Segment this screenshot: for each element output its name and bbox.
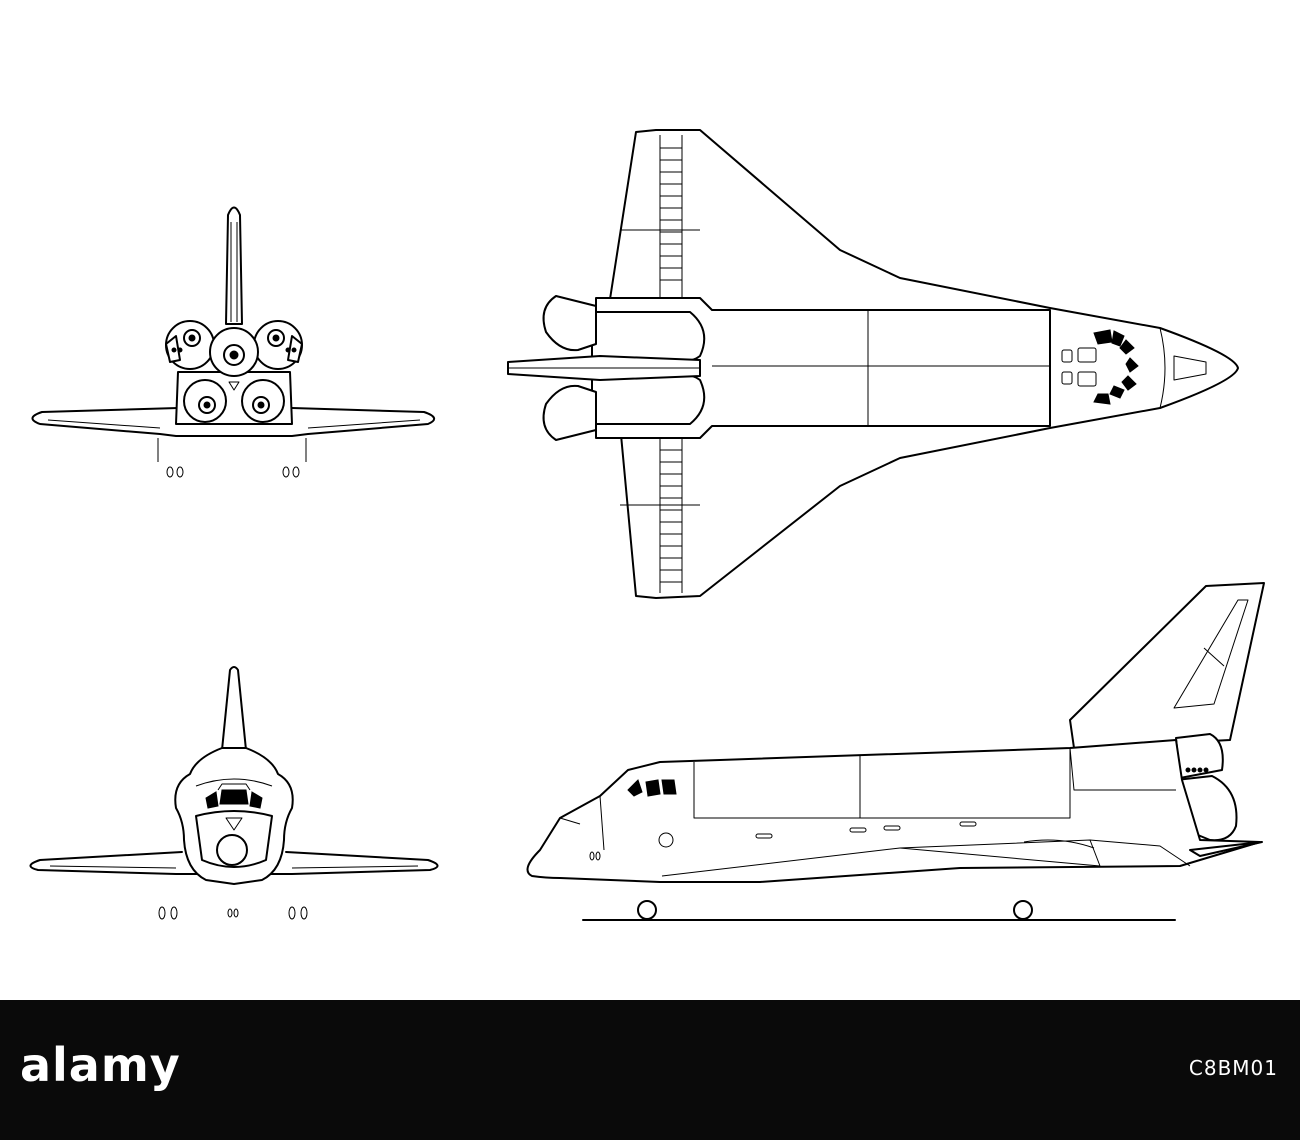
- top-elevon-ticks-upper: [660, 147, 682, 281]
- top-oms-pod-lower: [591, 373, 706, 425]
- shuttle-three-view-drawing: [29, 129, 1265, 921]
- top-nose-window: [1173, 355, 1207, 381]
- side-fuselage: [526, 739, 1261, 883]
- top-oms-pod-upper: [591, 311, 706, 363]
- side-view: [526, 582, 1265, 921]
- rear-view: [31, 206, 435, 478]
- front-view: [29, 666, 439, 920]
- side-engine-upper: [1175, 733, 1224, 779]
- side-hatch: [658, 832, 674, 848]
- side-tail: [1069, 582, 1265, 749]
- top-engine-bell-upper: [542, 295, 597, 352]
- side-nose-wheel: [637, 900, 657, 920]
- front-tail: [221, 666, 247, 751]
- brand-logo: alamy: [20, 1038, 181, 1092]
- top-engine-bell-lower: [542, 384, 597, 441]
- front-nose-cap: [216, 834, 248, 866]
- top-view: [507, 129, 1239, 599]
- top-elevon-ticks-lower: [660, 449, 682, 583]
- image-id: C8BM01: [1188, 1056, 1278, 1080]
- rear-tail: [225, 206, 243, 325]
- front-cockpit-windows: [205, 789, 263, 809]
- rear-wings: [31, 407, 435, 437]
- drawing-canvas: [29, 129, 1265, 921]
- top-cockpit-windows: [1093, 329, 1139, 405]
- watermark-footer: alamy C8BM01: [0, 1000, 1300, 1140]
- side-main-wheel: [1013, 900, 1033, 920]
- side-cockpit-windows: [627, 779, 677, 797]
